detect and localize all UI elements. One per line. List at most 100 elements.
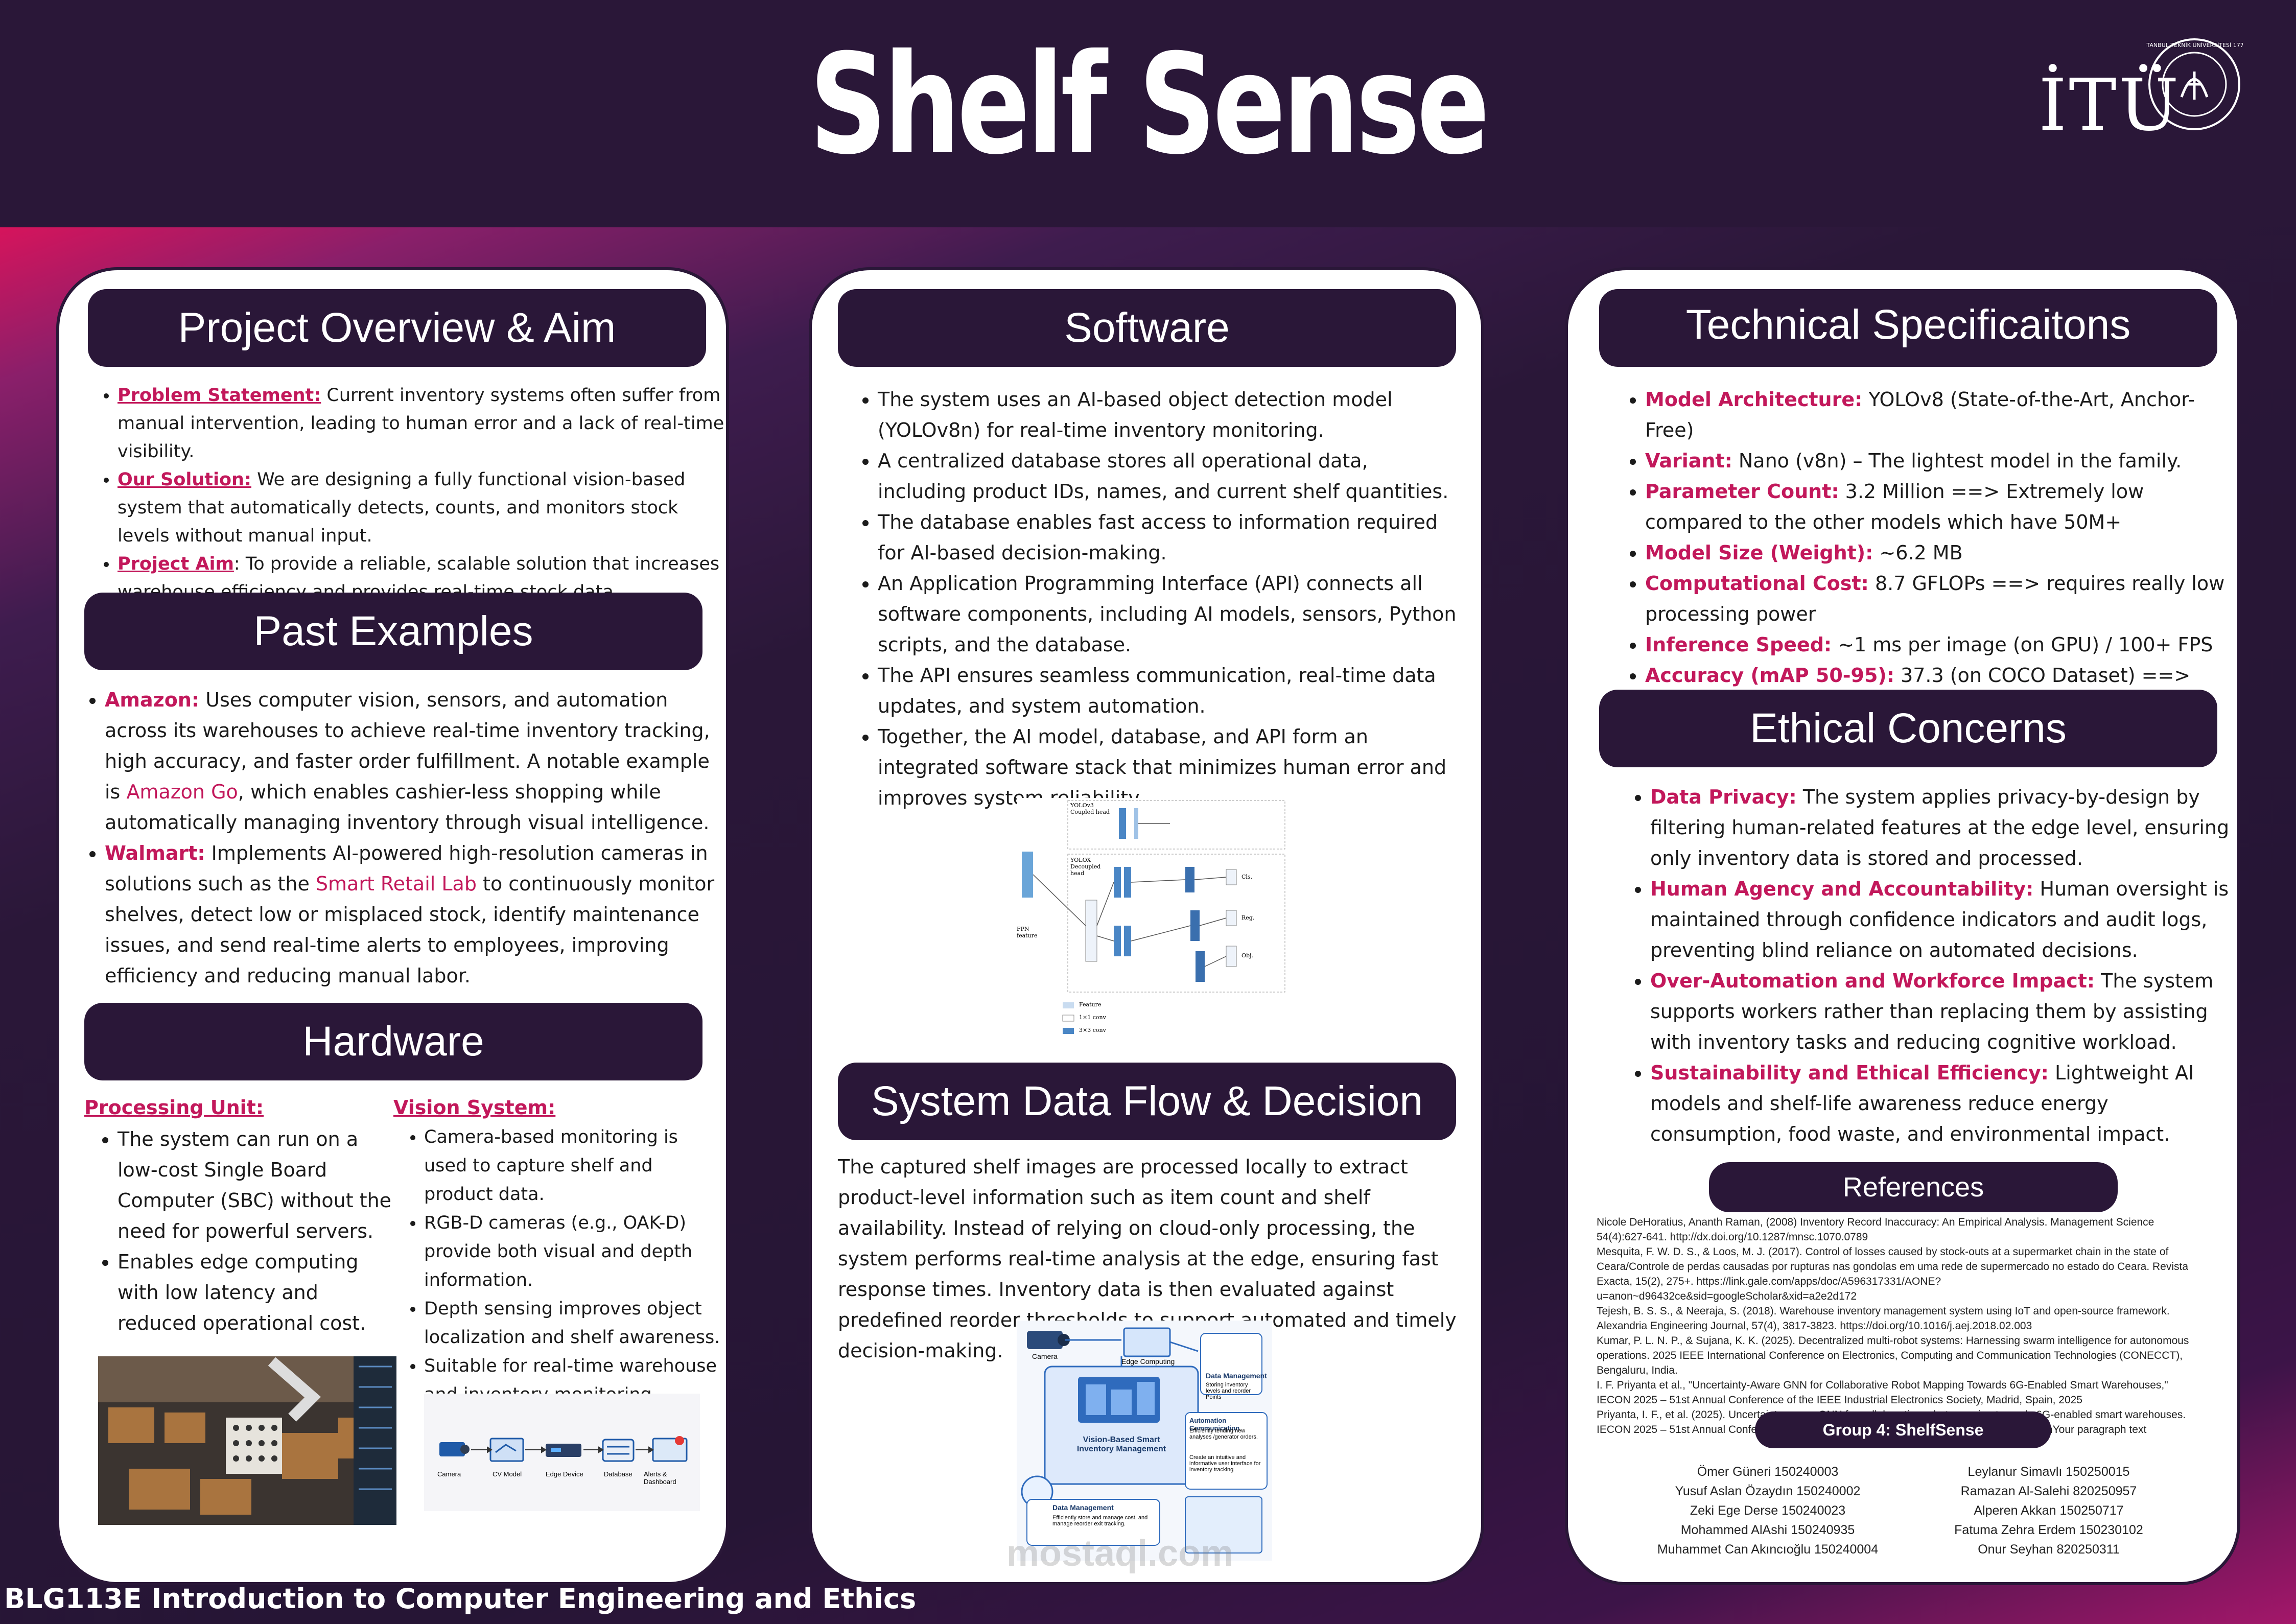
vision-system-label: Vision System:: [393, 1096, 556, 1119]
edge-device-icon: [546, 1444, 581, 1457]
section-header-hardware: Hardware: [84, 1003, 702, 1080]
info-data-mgmt2-label: Data Management: [1052, 1503, 1114, 1512]
list-item: A centralized database stores all operat…: [878, 445, 1458, 507]
info-automation-text-2: Create an intuitive and informative user…: [1189, 1454, 1261, 1473]
yolo-legend-1x1: 1×1 conv: [1079, 1014, 1106, 1021]
group-badge: Group 4: ShelfSense: [1755, 1411, 2051, 1448]
database-icon: [602, 1439, 635, 1462]
processing-unit-label: Processing Unit:: [84, 1096, 264, 1119]
cv-model-icon: [489, 1438, 524, 1462]
automation-icon: [1185, 1412, 1268, 1490]
list-item: Computational Cost: 8.7 GFLOPs ==> requi…: [1645, 568, 2233, 629]
smart-inventory-infographic: Camera Edge Computing Vision-Based Smart…: [1017, 1321, 1272, 1561]
overview-list: Problem Statement: Current inventory sys…: [97, 382, 728, 606]
yolo-left-label: FPN feature: [1017, 926, 1038, 939]
smart-retail-lab-link[interactable]: Smart Retail Lab: [315, 873, 477, 895]
pipeline-label-cv: CV Model: [493, 1470, 522, 1478]
pipeline-icons: [439, 1436, 688, 1462]
pipeline-label-db: Database: [604, 1470, 632, 1478]
pipeline-label-edge: Edge Device: [546, 1470, 583, 1478]
member-name: Fatuma Zehra Erdem 150230102: [1954, 1523, 2143, 1537]
list-item: Amazon: Uses computer vision, sensors, a…: [105, 685, 723, 838]
yolo-head-diagram: YOLOv3 Coupled head YOLOX Decoupled head…: [1017, 798, 1287, 1043]
references-list: Nicole DeHoratius, Ananth Raman, (2008) …: [1597, 1215, 2192, 1437]
list-item: An Application Programming Interface (AP…: [878, 568, 1458, 660]
section-header-ethics: Ethical Concerns: [1599, 690, 2217, 767]
section-header-overview: Project Overview & Aim: [88, 289, 706, 367]
watermark: mostaql.com: [1006, 1533, 1234, 1574]
section-header-software: Software: [838, 289, 1456, 367]
list-item: Model Size (Weight): ~6.2 MB: [1645, 537, 2233, 568]
list-item: Inference Speed: ~1 ms per image (on GPU…: [1645, 629, 2233, 660]
list-item: Together, the AI model, database, and AP…: [878, 721, 1458, 813]
hardware-pipeline-diagram: Camera CV Model Edge Device Database Ale…: [424, 1394, 700, 1511]
list-item: The system uses an AI-based object detec…: [878, 384, 1458, 445]
flow-text: The captured shelf images are processed …: [838, 1156, 1457, 1362]
list-item: Camera-based monitoring is used to captu…: [424, 1123, 720, 1209]
section-header-tech: Technical Specificaitons: [1599, 289, 2217, 367]
pipeline-label-alerts: Alerts & Dashboard: [644, 1470, 676, 1486]
tech-list: Model Architecture: YOLOv8 (State-of-the…: [1625, 384, 2233, 721]
alerts-dashboard-icon: [652, 1436, 688, 1462]
amazon-go-link[interactable]: Amazon Go: [126, 781, 238, 803]
section-header-references: References: [1709, 1162, 2118, 1212]
yolo-out-obj: Obj.: [1241, 952, 1253, 959]
yolo-out-reg: Reg.: [1241, 914, 1255, 921]
list-item: The database enables fast access to info…: [878, 507, 1458, 568]
panel-right: [1565, 267, 2240, 1585]
yolo-legend-feature: Feature: [1079, 1001, 1102, 1008]
list-item: Model Architecture: YOLOv8 (State-of-the…: [1645, 384, 2233, 445]
list-item: Walmart: Implements AI-powered high-reso…: [105, 838, 723, 991]
warehouse-robot-photo: [98, 1356, 396, 1525]
list-item: Variant: Nano (v8n) – The lightest model…: [1645, 445, 2233, 476]
list-item: The system can run on a low-cost Single …: [118, 1124, 393, 1246]
yolo-diagram-shapes: [1022, 800, 1285, 1034]
header-band: [0, 0, 2296, 227]
reference-item: Mesquita, F. W. D. S., & Loos, M. J. (20…: [1597, 1246, 2189, 1302]
member-name: Leylanur Simavlı 150250015: [1967, 1465, 2130, 1479]
section-header-flow: System Data Flow & Decision: [838, 1063, 1456, 1140]
list-item: Problem Statement: Current inventory sys…: [118, 382, 728, 466]
member-name: Ömer Güneri 150240003: [1697, 1465, 1839, 1479]
info-data-mgmt-label: Data Management: [1206, 1372, 1267, 1380]
course-footer: BLG113E Introduction to Computer Enginee…: [4, 1583, 917, 1615]
list-item: Enables edge computing with low latency …: [118, 1246, 393, 1338]
camera-icon: [1027, 1331, 1070, 1349]
list-item: Over-Automation and Workforce Impact: Th…: [1650, 966, 2233, 1057]
seal-label: İSTANBUL TEKNİK ÜNİVERSİTESİ 1773: [2146, 42, 2243, 49]
itu-seal-icon: İSTANBUL TEKNİK ÜNİVERSİTESİ 1773: [2146, 38, 2243, 130]
yolo-mid-label: YOLOX Decoupled head: [1070, 857, 1101, 877]
list-item: RGB-D cameras (e.g., OAK-D) provide both…: [424, 1209, 720, 1295]
yolo-out-cls: Cls.: [1241, 874, 1253, 880]
list-item: Parameter Count: 3.2 Million ==> Extreme…: [1645, 476, 2233, 537]
edge-computing-icon: [1123, 1327, 1171, 1357]
members-left: Ömer Güneri 150240003 Yusuf Aslan Özaydı…: [1625, 1462, 1911, 1559]
member-name: Zeki Ege Derse 150240023: [1690, 1503, 1846, 1518]
member-name: Mohammed AlAshi 150240935: [1680, 1523, 1855, 1537]
past-list: Amazon: Uses computer vision, sensors, a…: [84, 685, 723, 991]
pipeline-label-camera: Camera: [437, 1470, 461, 1478]
info-center-label: Vision-Based Smart Inventory Management: [1076, 1435, 1166, 1453]
vision-list: Camera-based monitoring is used to captu…: [404, 1123, 720, 1409]
info-edge-label: Edge Computing: [1121, 1357, 1175, 1366]
list-item: Our Solution: We are designing a fully f…: [118, 466, 728, 550]
yolo-top-label: YOLOv3 Coupled head: [1070, 802, 1110, 815]
list-item: Depth sensing improves object localizati…: [424, 1295, 720, 1352]
info-data-mgmt2-text: Efficiently store and manage cost, and m…: [1052, 1515, 1148, 1527]
university-logo: İTÜ İSTANBUL TEKNİK ÜNİVERSİTESİ 1773: [2039, 36, 2243, 153]
reference-item: Kumar, P. L. N. P., & Sujana, K. K. (202…: [1597, 1335, 2189, 1376]
info-automation-label: Automation Communication: [1189, 1417, 1240, 1432]
yolo-legend-3x3: 3×3 conv: [1079, 1027, 1106, 1033]
poster-title: Shelf Sense: [809, 24, 1490, 185]
list-item: Human Agency and Accountability: Human o…: [1650, 874, 2233, 966]
member-name: Onur Seyhan 820250311: [1978, 1542, 2120, 1557]
info-camera-label: Camera: [1032, 1352, 1058, 1360]
info-data-mgmt-text: Storing inventory levels and reorder Poi…: [1206, 1382, 1251, 1400]
infographic-shapes: [1021, 1327, 1268, 1554]
member-name: Yusuf Aslan Özaydın 150240002: [1675, 1484, 1861, 1498]
ethics-list: Data Privacy: The system applies privacy…: [1630, 782, 2233, 1149]
reference-item: I. F. Priyanta et al., "Uncertainty-Awar…: [1597, 1379, 2168, 1406]
processing-list: The system can run on a low-cost Single …: [97, 1124, 393, 1338]
section-header-past: Past Examples: [84, 593, 702, 670]
reference-item: Tejesh, B. S. S., & Neeraja, S. (2018). …: [1597, 1305, 2170, 1332]
